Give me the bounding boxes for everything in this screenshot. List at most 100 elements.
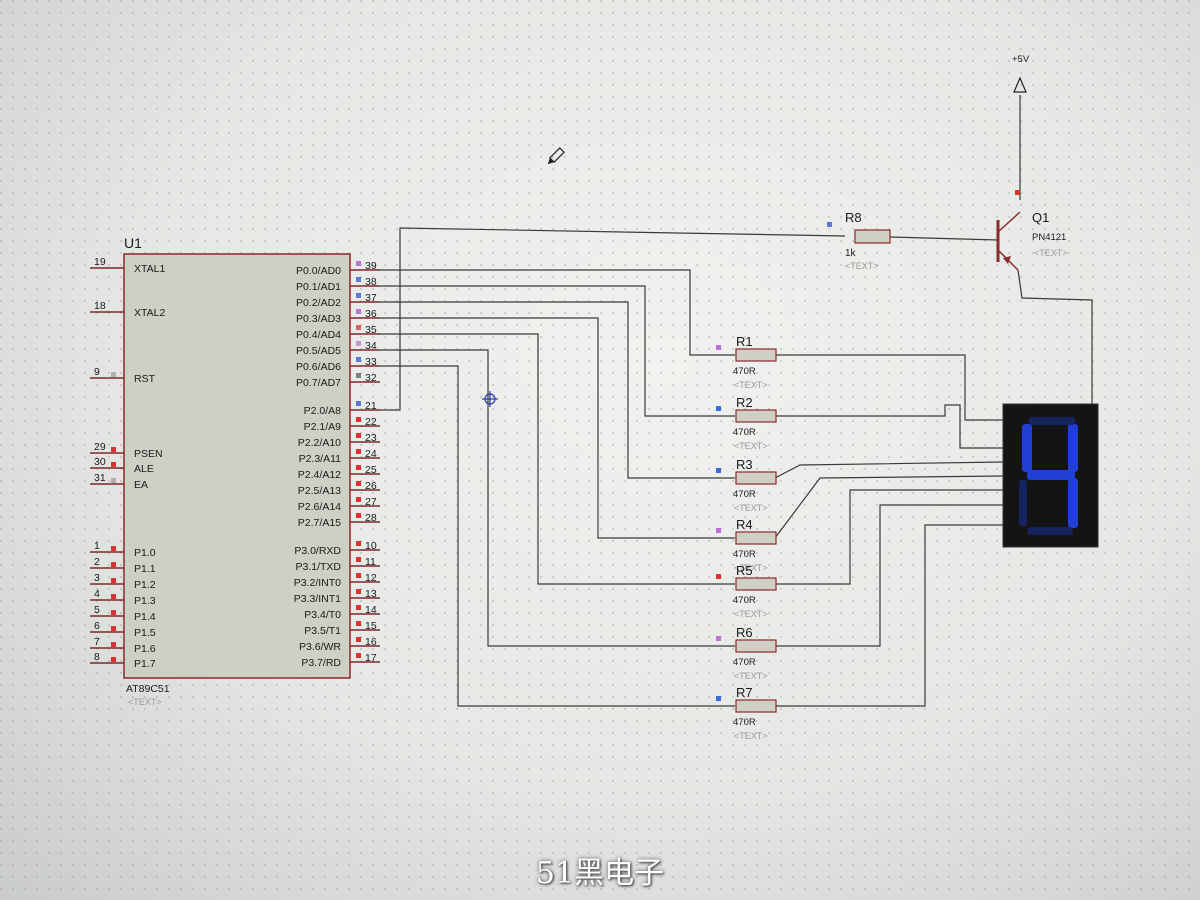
- pin-number: 10: [365, 540, 377, 552]
- u1-pin-3[interactable]: 3P1.2: [90, 572, 156, 591]
- pin-number: 17: [365, 652, 377, 664]
- transistor-q1[interactable]: Q1 PN4121 <TEXT>: [996, 190, 1068, 271]
- pin-name: P3.7/RD: [301, 657, 341, 669]
- pin-name: P0.3/AD3: [296, 313, 341, 325]
- microcontroller-u1[interactable]: U1 AT89C51 <TEXT>: [123, 235, 351, 707]
- u1-pin-12[interactable]: P3.2/INT0 12: [294, 572, 380, 589]
- pin-number: 13: [365, 588, 377, 600]
- junction-crosshair-icon: [482, 391, 498, 407]
- q1-designator: Q1: [1032, 210, 1049, 225]
- pin-name: P1.4: [134, 611, 156, 623]
- segment-e: [1019, 480, 1027, 526]
- pin-number: 22: [365, 416, 377, 428]
- u1-text-placeholder: <TEXT>: [128, 697, 162, 707]
- u1-pin-7[interactable]: 7P1.6: [90, 636, 156, 655]
- resistor-value: 470R: [733, 549, 756, 560]
- pin-number: 37: [365, 292, 377, 304]
- u1-pin-2[interactable]: 2P1.1: [90, 556, 156, 575]
- pin-name: P3.1/TXD: [295, 561, 341, 573]
- u1-pin-17[interactable]: P3.7/RD 17: [301, 652, 380, 669]
- u1-pin-6[interactable]: 6P1.5: [90, 620, 156, 639]
- u1-pin-1[interactable]: 1P1.0: [90, 540, 156, 559]
- pin-number: 16: [365, 636, 377, 648]
- seven-segment-display[interactable]: [1002, 403, 1099, 548]
- pin-name: P0.0/AD0: [296, 265, 341, 277]
- resistor-text-placeholder: <TEXT>: [734, 563, 768, 573]
- pin-number: 32: [365, 372, 377, 384]
- resistor-value: 470R: [733, 366, 756, 377]
- pin-number: 29: [94, 441, 106, 453]
- resistor-value: 470R: [733, 657, 756, 668]
- pin-number: 5: [94, 604, 100, 616]
- pin-name: P3.5/T1: [304, 625, 341, 637]
- resistor-group: R1470R<TEXT>R2470R<TEXT>R3470R<TEXT>R447…: [716, 334, 777, 741]
- pin-name: RST: [134, 373, 156, 385]
- pin-name: P1.5: [134, 627, 156, 639]
- resistor-text-placeholder: <TEXT>: [734, 503, 768, 513]
- wires: [380, 95, 1093, 707]
- resistor-r8[interactable]: R8 1k <TEXT>: [827, 210, 891, 271]
- pin-number: 39: [365, 260, 377, 272]
- pin-number: 8: [94, 651, 100, 663]
- u1-pin-5[interactable]: 5P1.4: [90, 604, 156, 623]
- pin-name: P0.2/AD2: [296, 297, 341, 309]
- pin-number: 19: [94, 256, 106, 268]
- pin-name: P1.3: [134, 595, 156, 607]
- pin-name: P1.1: [134, 563, 156, 575]
- resistor-designator: R5: [736, 563, 753, 578]
- pin-name: P0.6/AD6: [296, 361, 341, 373]
- u1-pin-37[interactable]: P0.2/AD2 37: [296, 292, 380, 309]
- pin-name: PSEN: [134, 448, 163, 460]
- resistor-value: 470R: [733, 489, 756, 500]
- u1-pin-8[interactable]: 8P1.7: [90, 651, 156, 670]
- u1-pin-4[interactable]: 4P1.3: [90, 588, 156, 607]
- segment-c: [1068, 478, 1078, 528]
- pin-number: 2: [94, 556, 100, 568]
- pin-number: 18: [94, 300, 106, 312]
- power-terminal[interactable]: +5V: [1012, 54, 1030, 93]
- pin-name: P3.2/INT0: [294, 577, 341, 589]
- pin-name: P2.4/A12: [298, 469, 341, 481]
- r8-value: 1k: [845, 248, 857, 259]
- u1-pin-39[interactable]: P0.0/AD0 39: [296, 260, 380, 277]
- pin-name: XTAL2: [134, 307, 165, 319]
- pin-number: 31: [94, 472, 106, 484]
- pin-number: 12: [365, 572, 377, 584]
